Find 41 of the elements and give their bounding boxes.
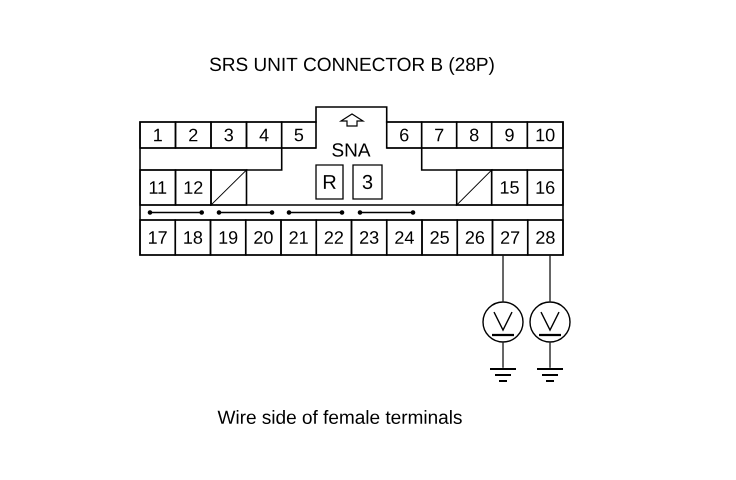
terminal-cell: 24 [386, 219, 423, 256]
terminal-cell: 3 [210, 121, 248, 149]
marking-box: 3 [352, 164, 383, 200]
terminal-cell: 11 [139, 169, 176, 206]
terminal-cell: 10 [526, 121, 564, 149]
blank-cell [210, 168, 248, 206]
terminal-cell: 9 [490, 121, 528, 149]
terminal-cell: 7 [420, 121, 458, 149]
terminal-cell: 22 [315, 219, 352, 256]
wire [549, 342, 551, 368]
terminal-cell: 1 [139, 121, 176, 149]
wire [502, 342, 504, 368]
caption: Wire side of female terminals [218, 410, 462, 424]
terminal-cell: 6 [386, 121, 422, 149]
terminal-cell: 17 [139, 219, 176, 256]
terminal-cell: 23 [350, 219, 388, 256]
ground-symbol [489, 368, 517, 382]
terminal-cell: 28 [526, 219, 564, 256]
terminal-cell: 20 [244, 219, 282, 256]
terminal-cell: 26 [456, 219, 494, 256]
title: SRS UNIT CONNECTOR B (28P) [210, 57, 494, 75]
ground-symbol [536, 368, 564, 382]
terminal-cell: 8 [456, 121, 492, 149]
terminal-cell: 4 [246, 121, 282, 149]
terminal-cell: 19 [210, 219, 247, 256]
terminal-cell: 25 [421, 219, 458, 256]
terminal-cell: 21 [280, 219, 318, 256]
wire [502, 256, 504, 302]
wire [549, 256, 551, 302]
connector-label: SNA [332, 143, 370, 157]
blank-cell [455, 168, 493, 206]
terminal-cell: 5 [280, 121, 317, 149]
voltmeter-symbol [482, 301, 524, 343]
terminal-cell: 18 [174, 219, 212, 256]
marking-box: R [315, 164, 344, 200]
terminal-cell: 2 [174, 121, 212, 149]
terminal-cell: 12 [174, 169, 212, 206]
terminal-cell: 15 [490, 169, 528, 206]
terminal-cell: 16 [526, 169, 564, 206]
terminal-cell: 27 [492, 219, 529, 256]
voltmeter-symbol [529, 301, 571, 343]
